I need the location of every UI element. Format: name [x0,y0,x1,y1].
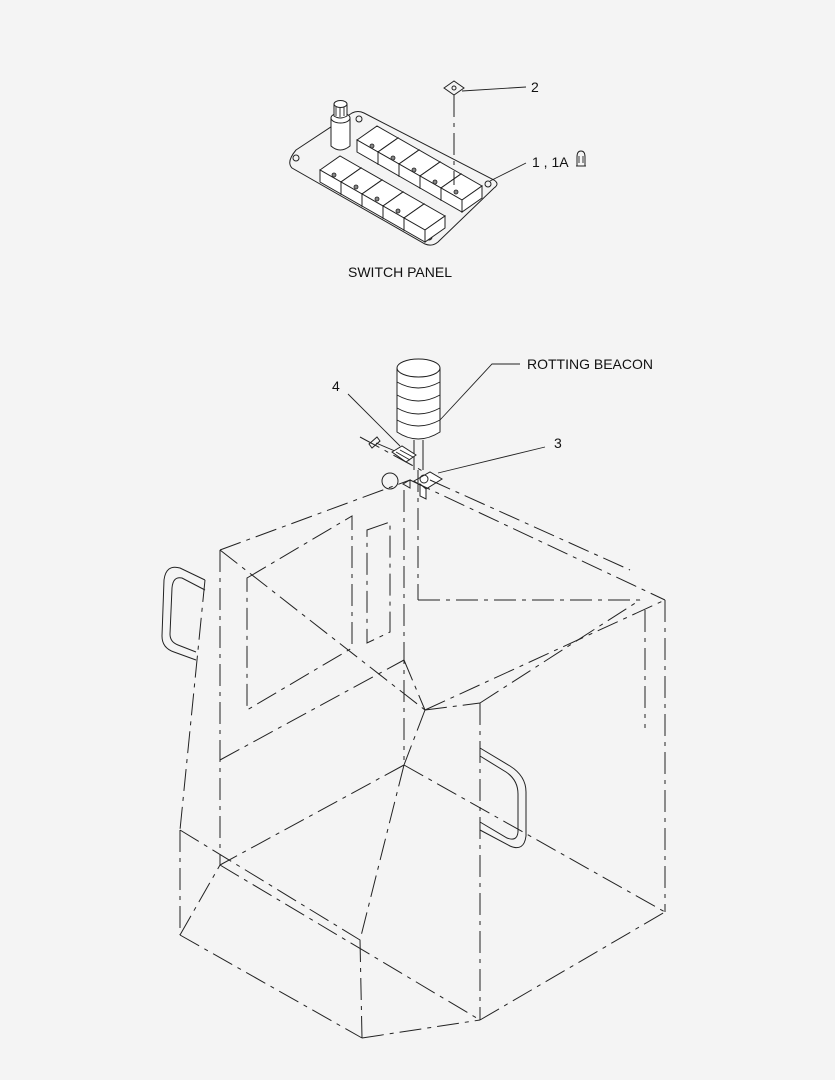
leader-line-beacon [439,363,520,421]
part-4-bracket [359,436,431,476]
mount-hole [484,180,492,188]
bulb-icon [576,150,586,167]
rocker-switch [440,173,483,213]
mount-hole [355,115,363,123]
callout-2: 2 [531,79,539,95]
switch-panel-plate [289,111,498,246]
ignition-key-switch [330,100,351,151]
callout-4: 4 [332,378,340,394]
grab-handle-left [161,566,206,661]
rotating-beacon [396,358,441,470]
leader-line-4 [347,393,401,447]
switch-panel [289,100,498,246]
part-2-clip [443,80,465,185]
part-3-mount [381,471,443,500]
switch-panel-title: SWITCH PANEL [348,264,452,280]
grab-handle-right [479,747,527,849]
cab-outline [161,470,666,1039]
rocker-switch [403,203,446,243]
leader-line-1 [489,162,527,182]
leader-line-3 [437,446,546,474]
beacon-title: ROTTING BEACON [527,356,653,372]
callout-1-1a: 1 , 1A [532,154,569,170]
mount-hole [292,154,300,162]
leader-line-2 [461,86,527,92]
callout-3: 3 [554,435,562,451]
